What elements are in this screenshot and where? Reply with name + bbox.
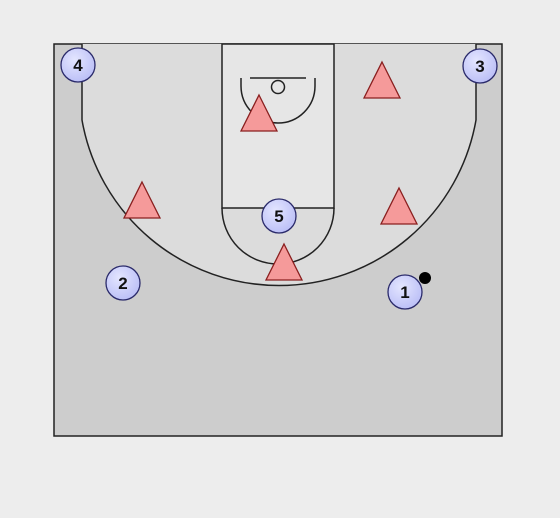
offense-player-1: 1 bbox=[387, 274, 423, 310]
player-number: 5 bbox=[274, 207, 283, 226]
player-number: 1 bbox=[400, 283, 409, 302]
defense-layer bbox=[122, 60, 419, 281]
player-number: 4 bbox=[73, 56, 83, 75]
defender-marker bbox=[264, 242, 304, 281]
defender-marker bbox=[122, 180, 162, 219]
defender-marker bbox=[379, 186, 419, 225]
ball bbox=[419, 272, 431, 284]
defender-marker bbox=[239, 93, 279, 132]
offense-layer: 4 3 5 2 1 bbox=[60, 47, 498, 310]
paint bbox=[221, 43, 335, 209]
offense-player-4: 4 bbox=[60, 47, 96, 83]
player-circle bbox=[60, 47, 96, 83]
offense-player-5: 5 bbox=[261, 198, 297, 234]
defender-marker bbox=[362, 60, 402, 99]
offense-player-2: 2 bbox=[105, 265, 141, 301]
three-point-line bbox=[81, 44, 477, 287]
player-circle bbox=[387, 274, 423, 310]
player-circle bbox=[105, 265, 141, 301]
offense-player-3: 3 bbox=[462, 48, 498, 84]
player-number: 3 bbox=[475, 57, 484, 76]
player-number: 2 bbox=[118, 274, 127, 293]
player-circle bbox=[462, 48, 498, 84]
player-circle bbox=[261, 198, 297, 234]
restricted-area-arc bbox=[240, 78, 316, 124]
basket-rim bbox=[270, 79, 286, 95]
